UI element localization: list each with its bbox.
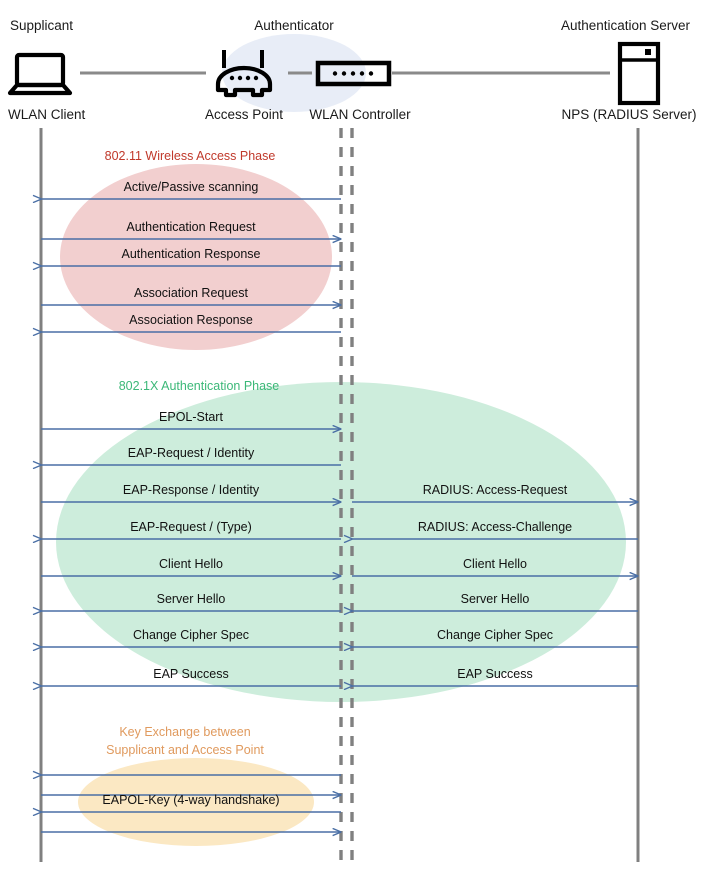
- actor-device-wlan-client: WLAN Client: [8, 107, 86, 122]
- phase-blob-80211: [60, 164, 332, 350]
- actor-role-authenticator: Authenticator: [254, 18, 334, 33]
- message-label-left-3: Association Request: [134, 286, 248, 300]
- message-label-right-0: RADIUS: Access-Request: [422, 483, 568, 497]
- message-label-left-15: EAPOL-Key (4-way handshake): [102, 793, 280, 807]
- message-label-right-2: Client Hello: [463, 557, 527, 571]
- message-label-left-7: EAP-Response / Identity: [122, 483, 260, 497]
- actor-device-access-point: Access Point: [204, 107, 284, 122]
- arrow-group-left: [41, 199, 341, 832]
- actor-role-supplicant: Supplicant: [10, 18, 74, 33]
- phase-blob-8021x: [56, 382, 626, 702]
- message-label-left-9: Client Hello: [159, 557, 223, 571]
- phase-blob-keyexchange: [78, 758, 314, 846]
- access-point-icon: [215, 50, 273, 98]
- message-label-left-4: Association Response: [129, 313, 253, 327]
- wlan-controller-icon: [315, 60, 392, 87]
- actor-device-wlan-controller: WLAN Controller: [309, 107, 411, 122]
- phase-label-8021x: 802.1X Authentication Phase: [118, 379, 280, 393]
- message-label-left-8: EAP-Request / (Type): [130, 520, 252, 534]
- message-label-right-1: RADIUS: Access-Challenge: [417, 520, 573, 534]
- message-label-left-5: EPOL-Start: [159, 410, 223, 424]
- message-label-right-4: Change Cipher Spec: [436, 628, 554, 642]
- phase-label-keyexchange-line2: Supplicant and Access Point: [106, 743, 264, 757]
- message-label-left-10: Server Hello: [156, 592, 226, 606]
- laptop-icon: [7, 52, 73, 96]
- message-label-left-11: Change Cipher Spec: [132, 628, 250, 642]
- phase-label-80211: 802.11 Wireless Access Phase: [104, 149, 276, 163]
- message-label-left-12: EAP Success: [153, 667, 229, 681]
- arrow-group-right: [352, 502, 638, 686]
- message-label-right-3: Server Hello: [460, 592, 530, 606]
- server-icon: [617, 41, 661, 106]
- actor-device-nps-radius-server: NPS (RADIUS Server): [561, 107, 697, 122]
- message-label-left-2: Authentication Response: [121, 247, 261, 261]
- message-label-right-5: EAP Success: [457, 667, 533, 681]
- message-label-left-0: Active/Passive scanning: [123, 180, 259, 194]
- message-label-left-6: EAP-Request / Identity: [127, 446, 255, 460]
- message-label-left-1: Authentication Request: [126, 220, 256, 234]
- phase-label-keyexchange-line1: Key Exchange between: [119, 725, 251, 739]
- actor-role-authentication-server: Authentication Server: [560, 18, 691, 33]
